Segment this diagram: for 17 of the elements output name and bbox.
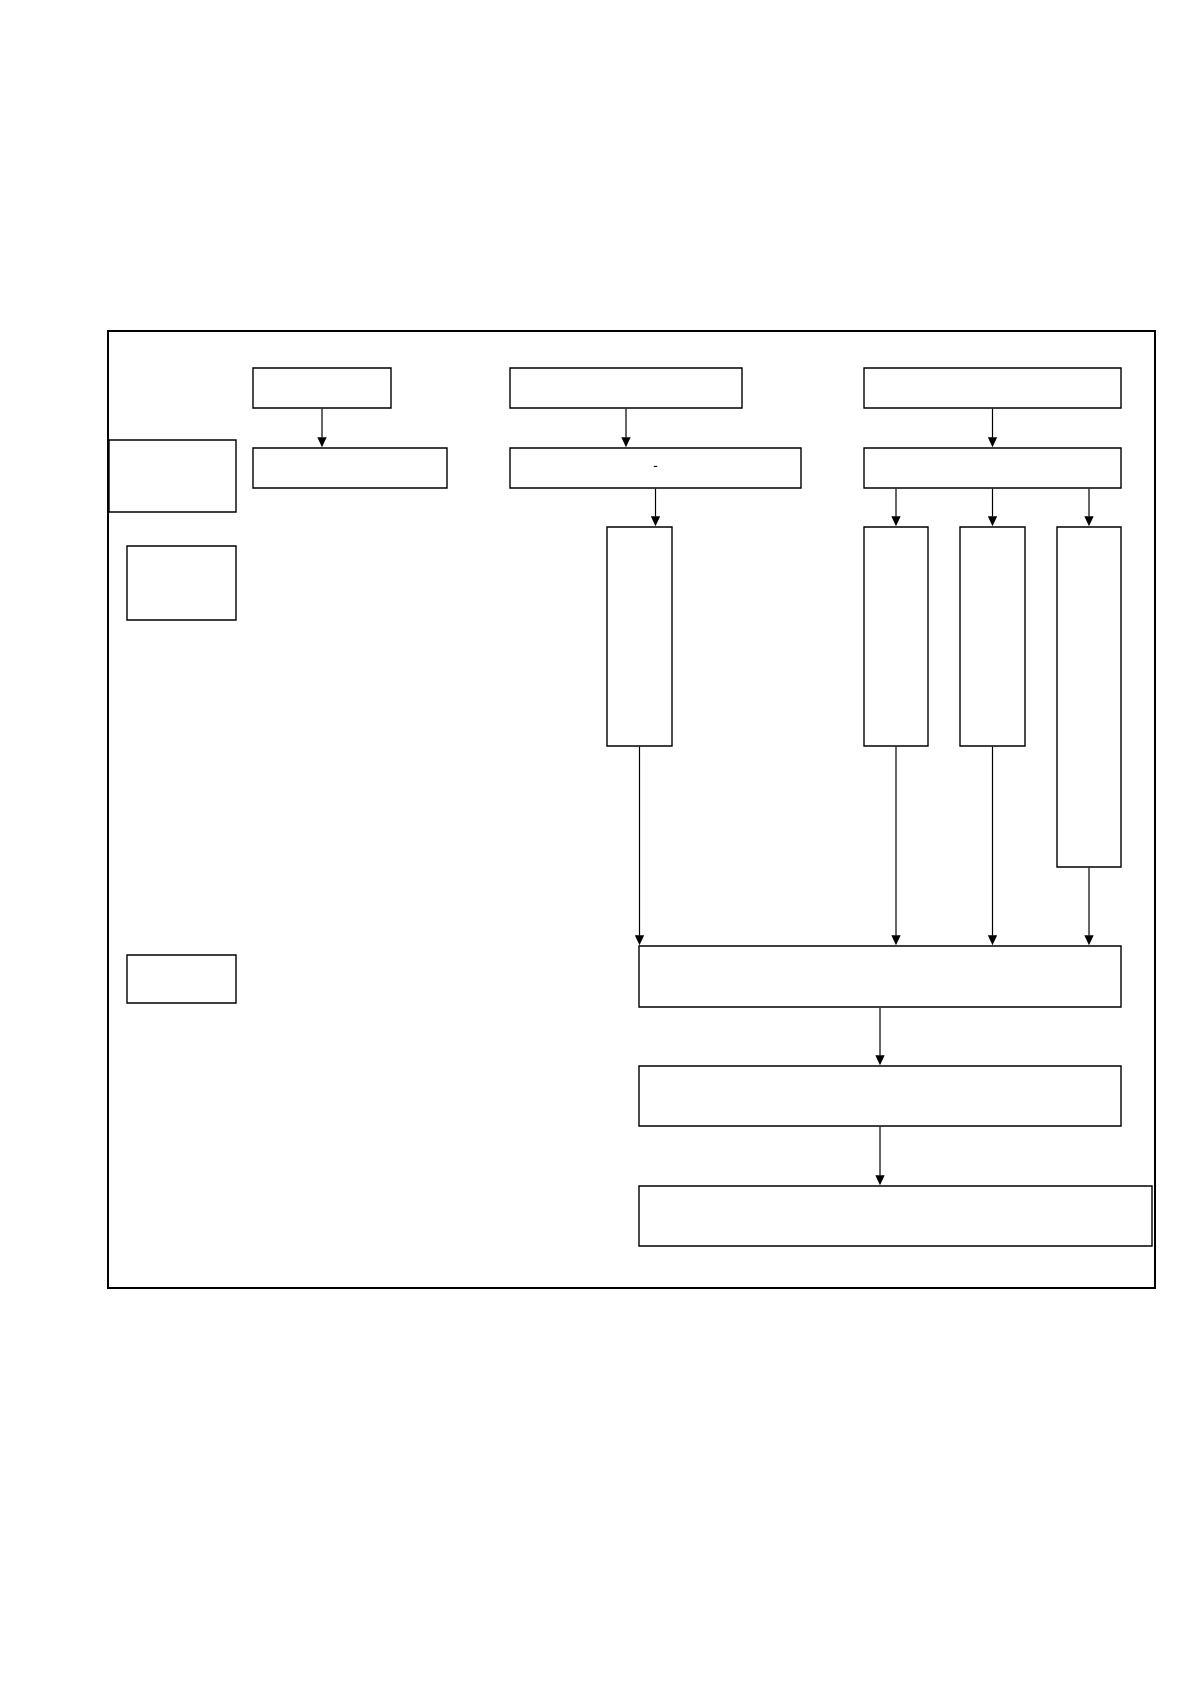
empty-box: [863, 447, 1122, 489]
frame-box: [107, 330, 1156, 1289]
text-box: -: [509, 447, 802, 489]
empty-box: [509, 367, 743, 409]
empty-box: [863, 526, 929, 747]
empty-box: [1056, 526, 1122, 868]
empty-box: [126, 954, 237, 1004]
empty-box: [126, 545, 237, 621]
empty-box: [108, 439, 237, 513]
empty-box: [638, 945, 1122, 1008]
empty-box: [252, 367, 392, 409]
empty-box: [606, 526, 673, 747]
empty-box: [638, 1065, 1122, 1127]
empty-box: [959, 526, 1026, 747]
empty-box: [252, 447, 448, 489]
empty-box: [863, 367, 1122, 409]
empty-box: [638, 1185, 1153, 1247]
